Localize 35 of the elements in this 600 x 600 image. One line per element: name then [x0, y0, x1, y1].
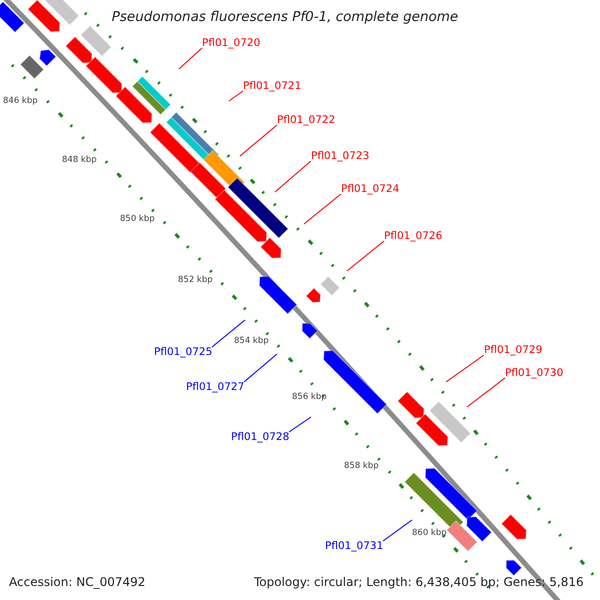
leader-line: [304, 194, 342, 224]
leader-line: [446, 354, 484, 382]
leader-line: [212, 320, 246, 348]
gene-label: Pfl01_0727: [186, 380, 244, 394]
position-label: 850 kbp: [120, 214, 155, 225]
gene-label: Pfl01_0729: [484, 343, 542, 357]
leader-line: [178, 48, 202, 70]
title: Pseudomonas fluorescens Pf0-1, complete genome: [112, 9, 458, 25]
leader-line: [228, 90, 244, 102]
leader-line: [346, 240, 384, 272]
leader-line: [240, 124, 278, 156]
gene-label: Pfl01_0725: [154, 345, 212, 359]
gene-label: Pfl01_0724: [341, 182, 400, 196]
position-label: 856 kbp: [292, 392, 327, 403]
leader-line: [382, 520, 412, 542]
gene-label: Pfl01_0720: [202, 36, 260, 50]
position-label: 854 kbp: [234, 336, 269, 347]
gene-label: Pfl01_0728: [231, 430, 290, 444]
position-label: 846 kbp: [3, 96, 38, 107]
leader-line: [274, 160, 312, 192]
position-label: 848 kbp: [62, 155, 97, 166]
gene-label: Pfl01_0726: [384, 229, 442, 243]
leader-line: [466, 378, 506, 408]
gene-label: Pfl01_0723: [311, 149, 370, 163]
gene-label: Pfl01_0731: [325, 539, 384, 553]
gene-label: Pfl01_0721: [243, 79, 302, 93]
footer-text: Accession: NC_007492: [9, 574, 146, 590]
position-label: 852 kbp: [178, 275, 213, 286]
gene-label: Pfl01_0722: [277, 113, 336, 127]
gene-label: Pfl01_0730: [505, 366, 564, 380]
leader-line: [244, 354, 278, 382]
leader-line: [288, 416, 312, 432]
footer-text: Topology: circular; Length: 6,438,405 bp; Genes: 5,816: [254, 574, 584, 590]
position-label: 860 kbp: [412, 528, 447, 539]
position-label: 858 kbp: [344, 461, 379, 472]
